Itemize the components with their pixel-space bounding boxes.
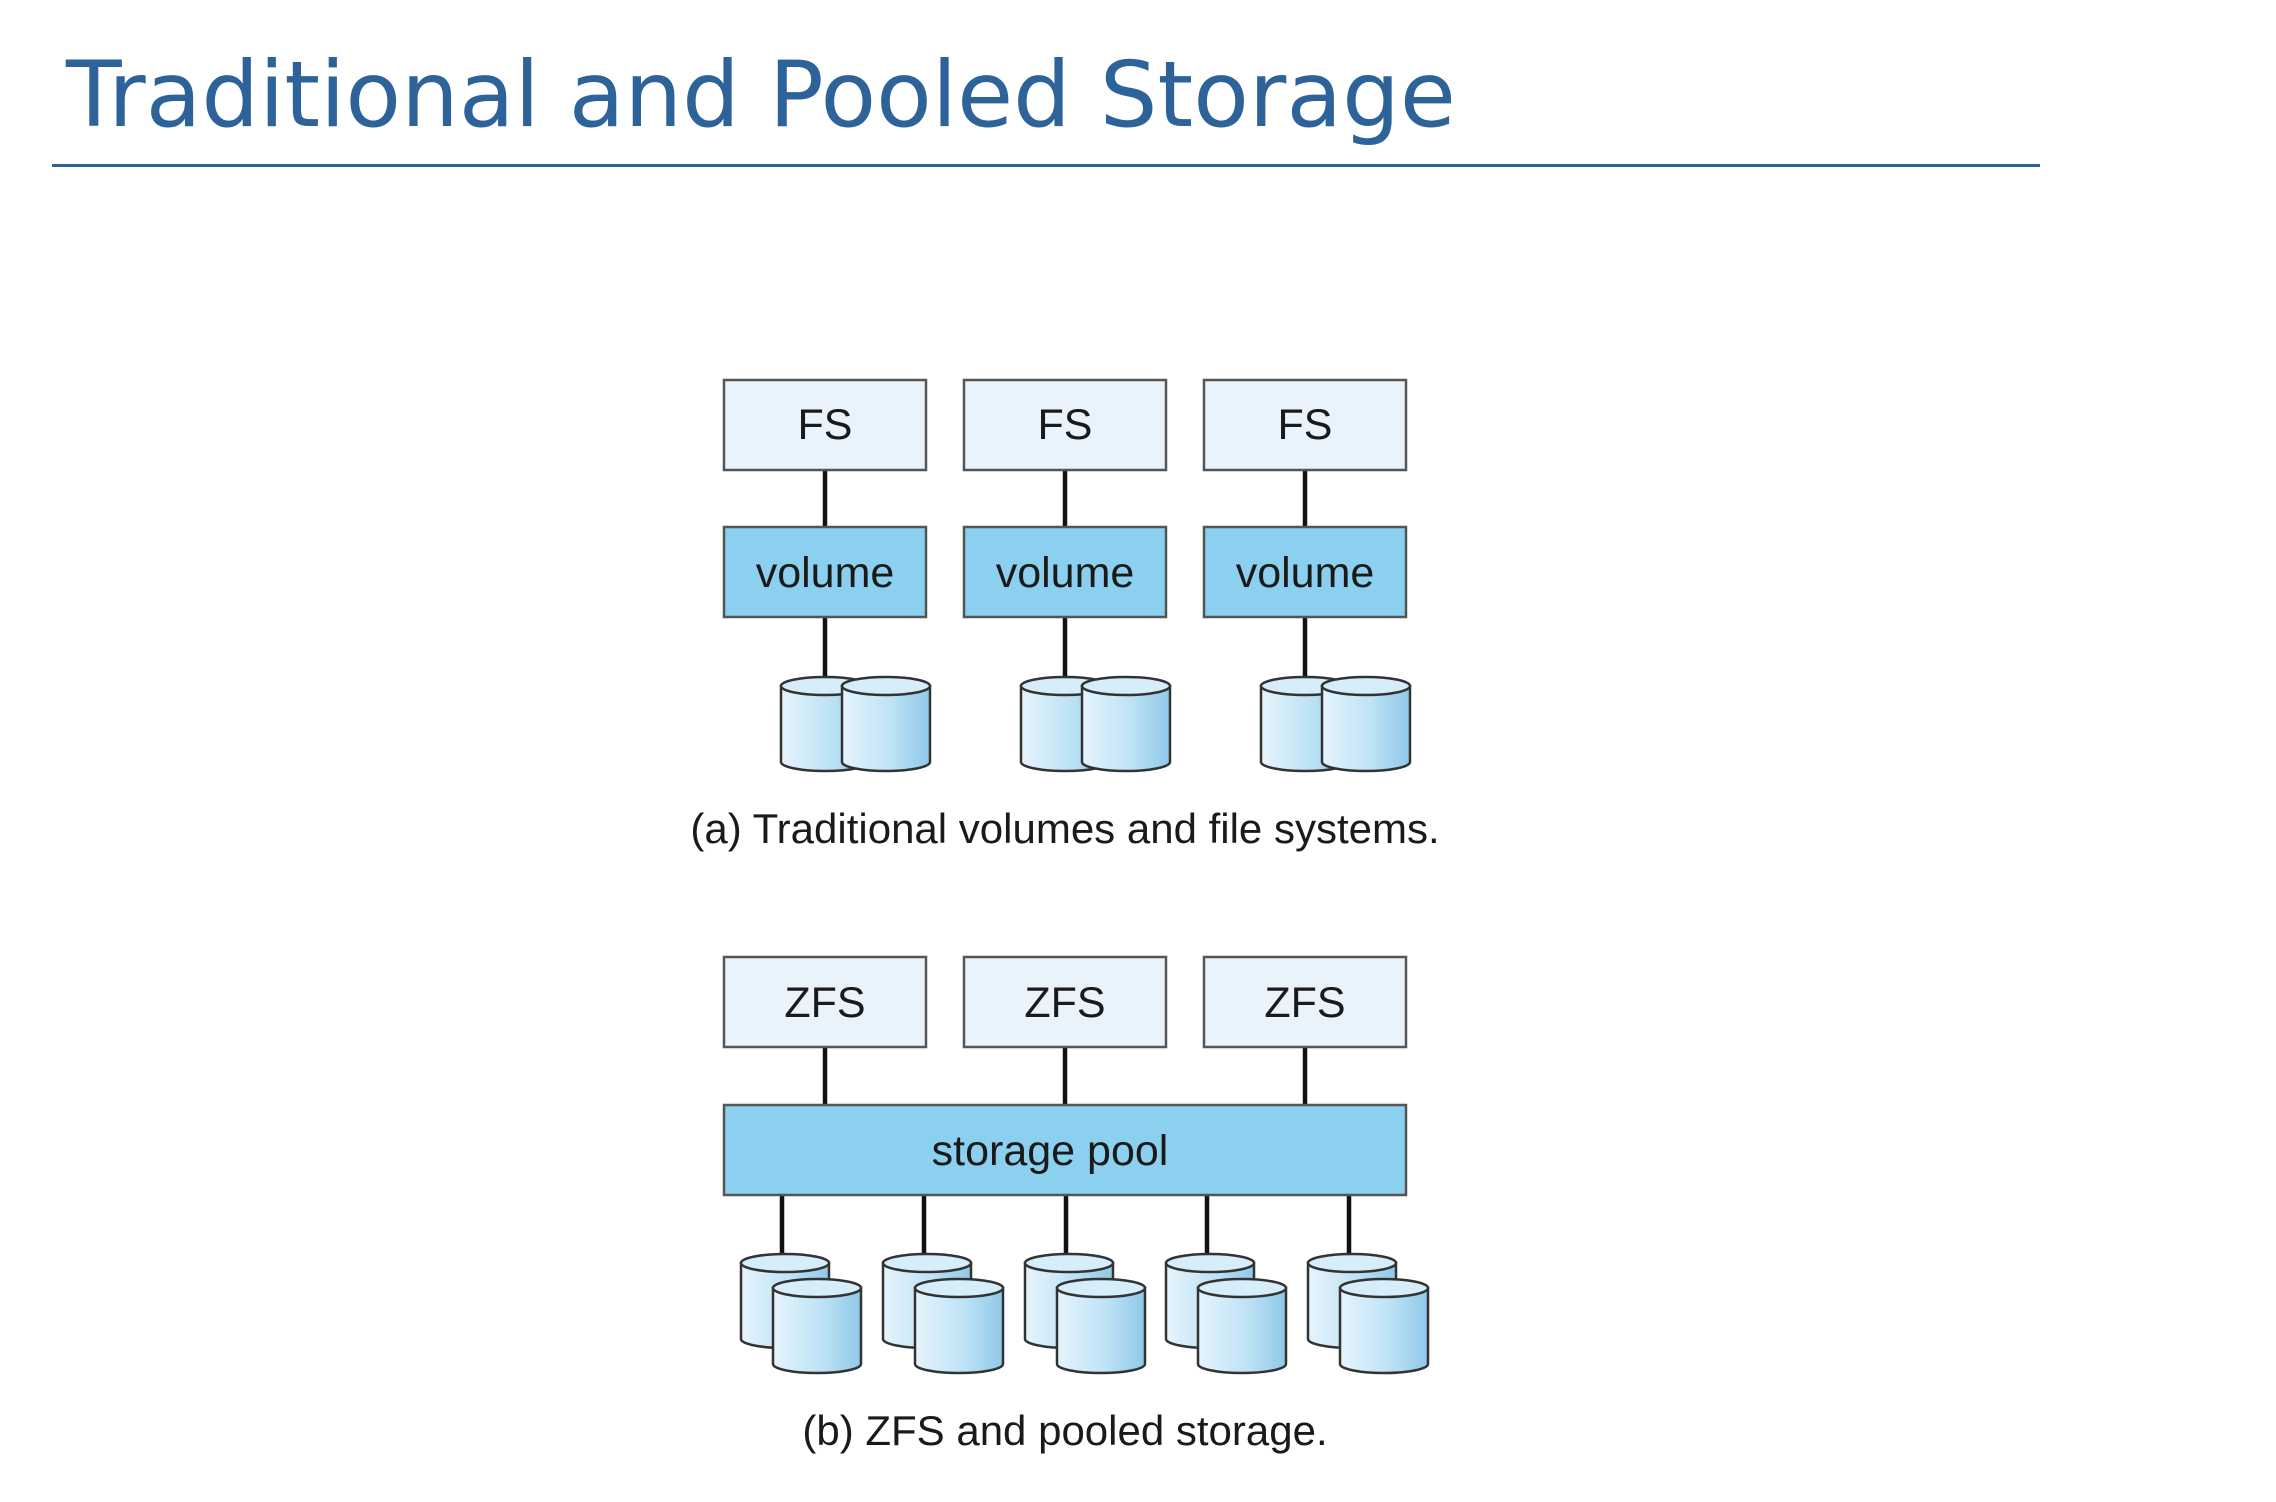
zfs-box-1: ZFS	[722, 955, 928, 1049]
disk-icon	[1055, 1277, 1147, 1375]
fs-box-3: FS	[1202, 378, 1408, 472]
volume-box-2: volume	[962, 525, 1168, 619]
volume-label: volume	[1236, 549, 1375, 597]
disk-icon	[1080, 675, 1172, 773]
volume-box-1: volume	[722, 525, 928, 619]
storage-pool-box: storage pool	[722, 1103, 1408, 1197]
slide-title: Traditional and Pooled Storage	[66, 43, 1456, 148]
disk-icon	[840, 675, 932, 773]
fs-box-1: FS	[722, 378, 928, 472]
volume-label: volume	[996, 549, 1135, 597]
zfs-box-3: ZFS	[1202, 955, 1408, 1049]
traditional-section: FS FS FS volume volume volume (a) Tradit…	[690, 378, 1440, 852]
zfs-label: ZFS	[784, 979, 865, 1027]
pooled-disks	[739, 1252, 1430, 1375]
traditional-caption: (a) Traditional volumes and file systems…	[690, 805, 1439, 852]
pooled-caption: (b) ZFS and pooled storage.	[802, 1407, 1327, 1454]
fs-label: FS	[798, 401, 853, 449]
volume-label: volume	[756, 549, 895, 597]
zfs-label: ZFS	[1264, 979, 1345, 1027]
volume-box-3: volume	[1202, 525, 1408, 619]
fs-box-2: FS	[962, 378, 1168, 472]
fs-label: FS	[1038, 401, 1093, 449]
disk-icon	[1338, 1277, 1430, 1375]
zfs-box-2: ZFS	[962, 955, 1168, 1049]
storage-pool-label: storage pool	[932, 1127, 1169, 1175]
disk-icon	[1196, 1277, 1288, 1375]
traditional-disks	[779, 675, 1412, 773]
disk-icon	[771, 1277, 863, 1375]
disk-icon	[913, 1277, 1005, 1375]
title-divider	[52, 164, 2040, 167]
fs-label: FS	[1278, 401, 1333, 449]
disk-icon	[1320, 675, 1412, 773]
pooled-section: ZFS ZFS ZFS storage pool (b) ZFS and poo…	[722, 955, 1430, 1454]
zfs-label: ZFS	[1024, 979, 1105, 1027]
